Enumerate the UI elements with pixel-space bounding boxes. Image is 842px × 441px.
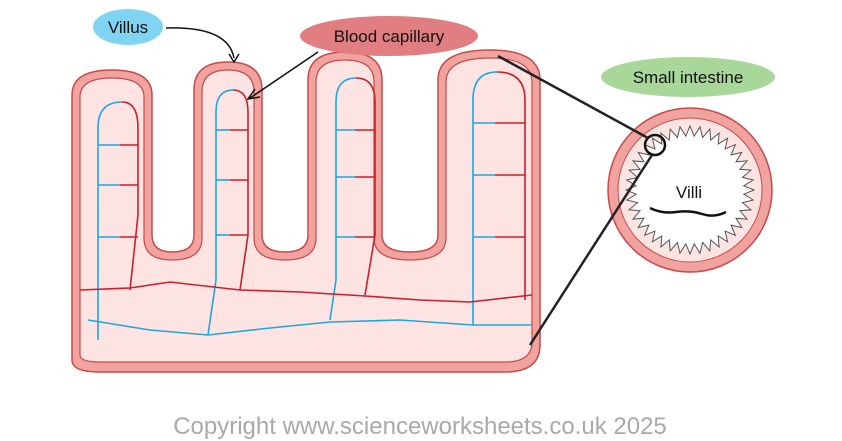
villus-label-bubble <box>93 9 163 45</box>
artery-line <box>121 101 139 291</box>
copyright-text: Copyright www.scienceworksheets.co.uk 20… <box>173 413 667 440</box>
vein-line <box>472 71 498 325</box>
label-villus: Villus <box>93 9 163 45</box>
magnify-circle <box>643 133 667 157</box>
capillary-label-text: Blood capillary <box>334 27 445 46</box>
tissue-inner-layer <box>79 57 533 363</box>
vein-line <box>97 101 123 340</box>
capillary-label-bubble <box>300 16 478 56</box>
zoom-line-top <box>497 54 649 140</box>
villus-pointer-arrowhead <box>228 53 240 64</box>
intestine-label-text: Small intestine <box>633 68 744 87</box>
capillary-pointer-line <box>249 51 319 99</box>
base-vein <box>87 319 532 336</box>
label-small-intestine: Small intestine <box>601 57 775 97</box>
intestine-label-bubble <box>601 57 775 97</box>
vein-line <box>329 77 357 321</box>
villi-label-text: Villi <box>676 183 702 202</box>
vein-line <box>207 89 234 336</box>
label-blood-capillary: Blood capillary <box>300 16 478 56</box>
artery-line <box>496 71 526 300</box>
artery-line <box>232 89 249 291</box>
villi-folds <box>624 124 756 256</box>
capillary-pointer-arrowhead <box>246 88 261 101</box>
villi-tissue <box>71 49 541 373</box>
base-artery <box>79 281 533 303</box>
villus-label-text: Villus <box>108 18 148 37</box>
artery-line <box>355 77 376 296</box>
small-intestine-cross-section <box>607 107 773 273</box>
capillary-network <box>79 71 533 340</box>
zoom-line-bottom <box>528 154 654 346</box>
villus-pointer-arrow <box>165 27 235 59</box>
zoom-lines <box>497 54 654 346</box>
villi-brace <box>649 206 727 217</box>
